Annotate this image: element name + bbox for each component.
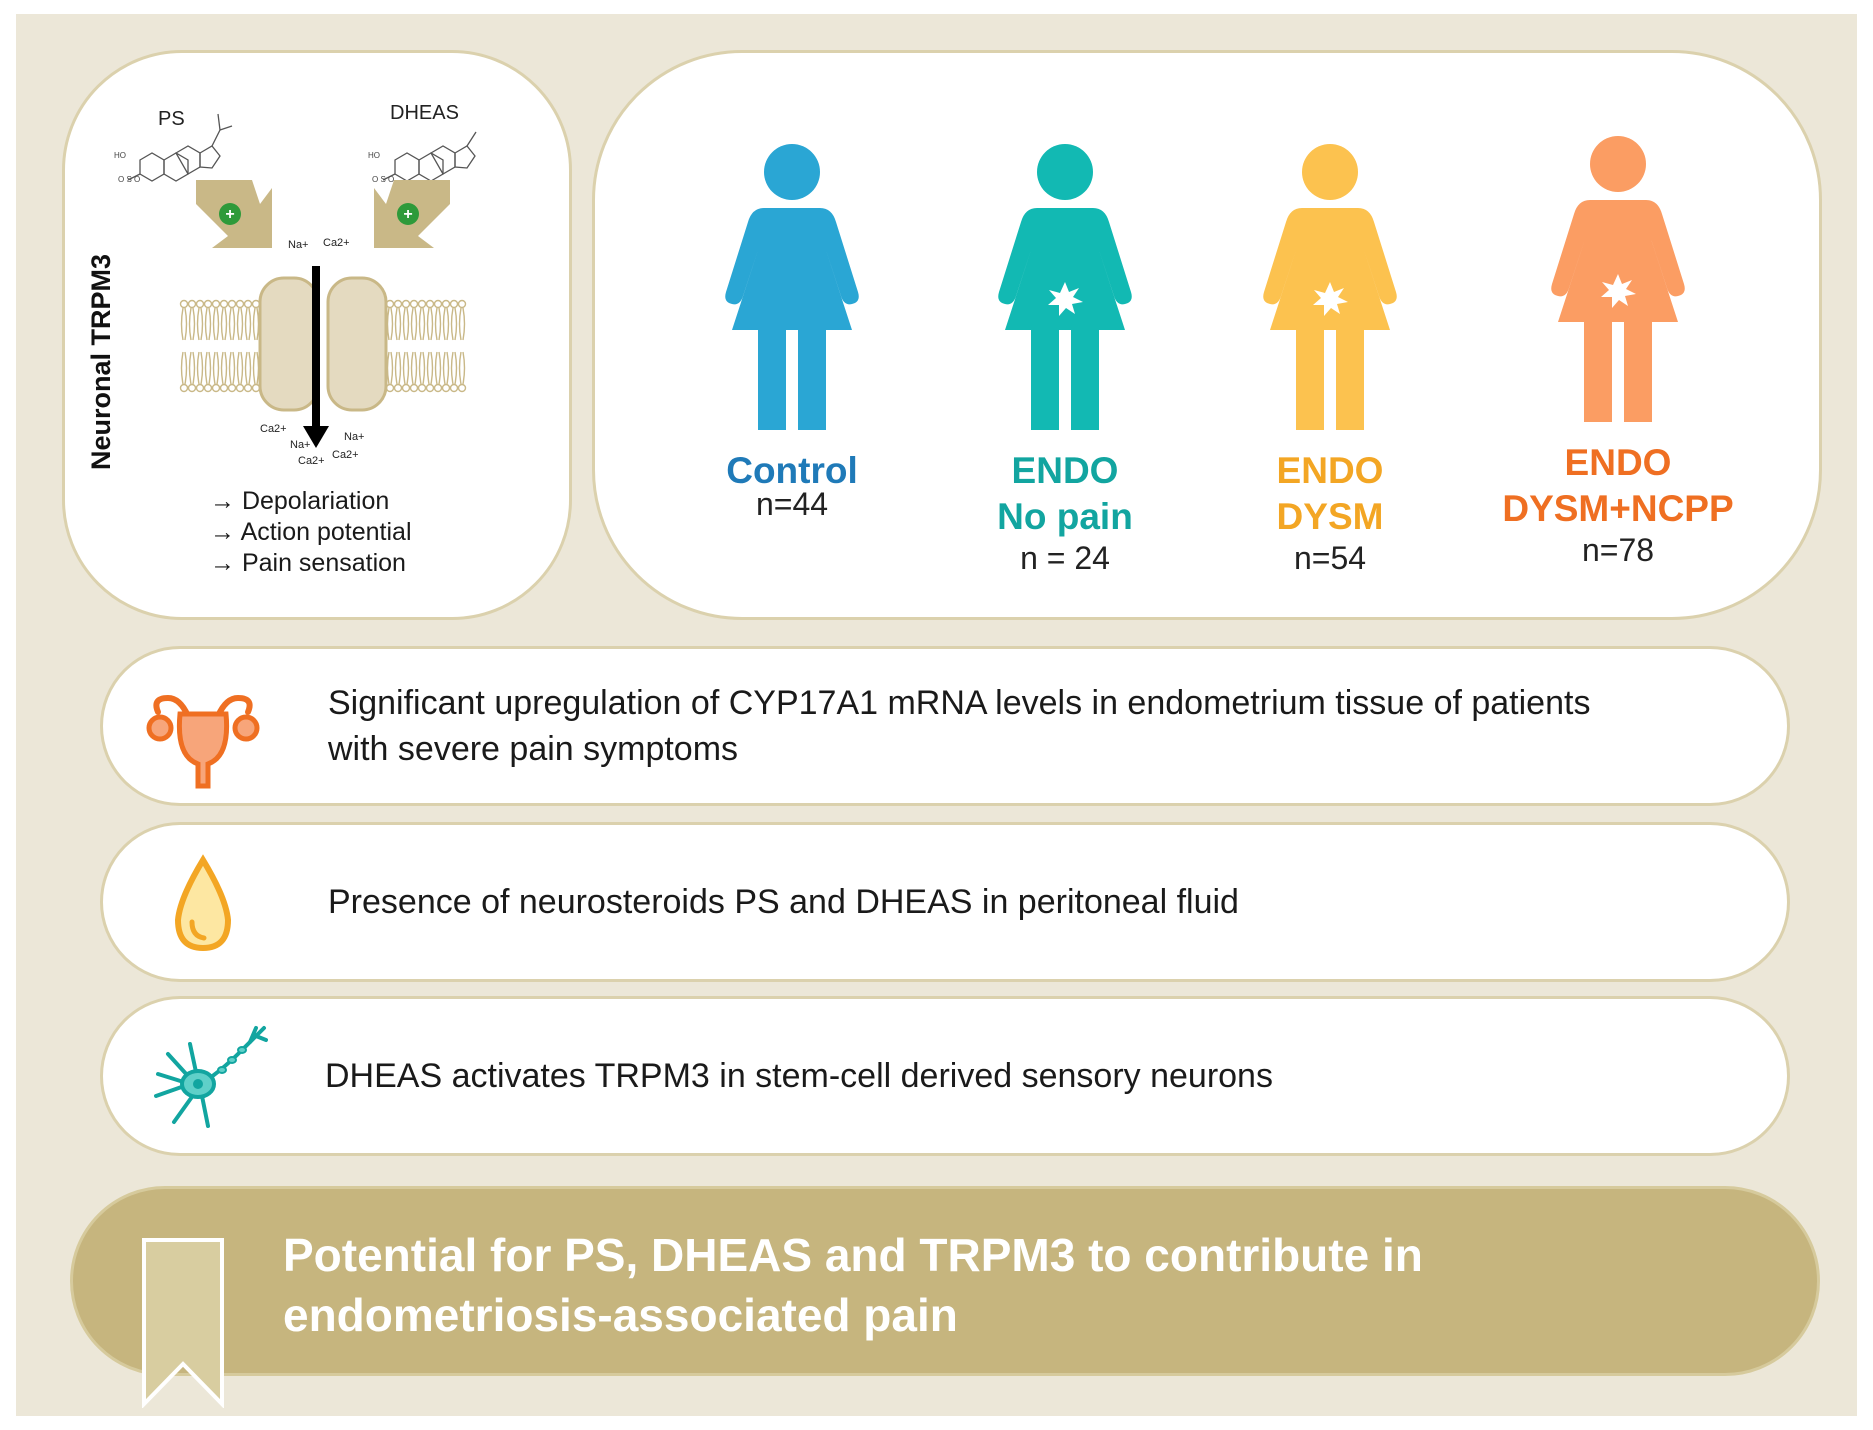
group-name: Control <box>726 450 858 491</box>
conclusion-banner: Potential for PS, DHEAS and TRPM3 to con… <box>70 1186 1820 1376</box>
dheas-label: DHEAS <box>390 102 459 124</box>
group-count: n=44 <box>755 486 829 522</box>
svg-text:HO: HO <box>368 151 380 160</box>
group-count: n=54 <box>1293 540 1367 576</box>
svg-text:O S O: O S O <box>118 175 140 184</box>
neuron-icon <box>154 1026 268 1128</box>
svg-text:+: + <box>403 206 412 223</box>
group-endo-dysm-ncpp: ENDO DYSM+NCPP n=78 <box>1488 440 1748 569</box>
svg-text:Ca2+: Ca2+ <box>298 455 325 467</box>
group-name-line2: DYSM+NCPP <box>1502 488 1734 529</box>
group-control: Control n=44 <box>662 448 922 523</box>
bookmark-icon <box>142 1238 224 1408</box>
group-count: n=78 <box>1581 532 1655 568</box>
group-endo-no-pain: ENDO No pain n = 24 <box>935 448 1195 577</box>
svg-text:+: + <box>225 206 234 223</box>
group-count: n = 24 <box>1020 540 1110 576</box>
step-pain-sensation: → Pain sensation <box>210 549 406 577</box>
ps-label: PS <box>158 108 185 130</box>
svg-text:HO: HO <box>114 151 126 160</box>
group-name-line2: No pain <box>997 496 1133 537</box>
step-action-potential: → Action potential <box>210 518 412 546</box>
svg-text:Ca2+: Ca2+ <box>323 237 350 249</box>
channel-subunit-right <box>326 276 388 412</box>
group-name: ENDO <box>1564 442 1672 483</box>
finding-text: DHEAS activates TRPM3 in stem-cell deriv… <box>325 1057 1273 1095</box>
right-activation-arrow: + <box>374 180 450 248</box>
svg-text:Na+: Na+ <box>290 439 311 451</box>
finding-row: DHEAS activates TRPM3 in stem-cell deriv… <box>100 996 1790 1156</box>
svg-text:Ca2+: Ca2+ <box>332 449 359 461</box>
uterus-icon <box>146 694 260 789</box>
finding-row: Presence of neurosteroids PS and DHEAS i… <box>100 822 1790 982</box>
trpm3-channel-diagram: HO O S O HO O S O + + Na+ Ca2+ Ca2+ Na+ … <box>114 113 477 467</box>
svg-text:Ca2+: Ca2+ <box>260 423 287 435</box>
step-depolarization: → Depolariation <box>210 487 390 515</box>
finding-text: Significant upregulation of CYP17A1 mRNA… <box>328 684 1591 768</box>
svg-text:Na+: Na+ <box>344 431 365 443</box>
finding-row: Significant upregulation of CYP17A1 mRNA… <box>100 646 1790 806</box>
cell-membrane <box>179 299 467 393</box>
pain-burst-icon <box>1313 282 1348 316</box>
vertical-label-wrap: Neuronal TRPM3 <box>86 254 116 500</box>
pain-burst-icon <box>1048 282 1083 316</box>
endo-no-pain-woman-icon <box>998 144 1132 430</box>
svg-text:O S O: O S O <box>372 175 394 184</box>
group-name-line2: DYSM <box>1276 496 1384 537</box>
channel-subunit-left <box>258 276 320 412</box>
left-activation-arrow: + <box>196 180 272 248</box>
group-name: ENDO <box>1276 450 1384 491</box>
endo-dysm-ncpp-woman-icon <box>1551 136 1685 422</box>
endo-dysm-woman-icon <box>1263 144 1397 430</box>
dheas-molecule-icon <box>382 131 477 182</box>
group-name: ENDO <box>1011 450 1119 491</box>
finding-text: Presence of neurosteroids PS and DHEAS i… <box>328 883 1239 921</box>
pain-pathway-steps: → Depolariation → Action potential → Pai… <box>210 486 412 579</box>
control-woman-icon <box>725 144 859 430</box>
svg-text:Na+: Na+ <box>288 239 309 251</box>
ps-molecule-icon <box>127 113 233 182</box>
fluid-drop-icon <box>174 854 232 952</box>
pain-burst-icon <box>1601 274 1636 308</box>
conclusion-text: Potential for PS, DHEAS and TRPM3 to con… <box>283 1229 1423 1341</box>
group-endo-dysm: ENDO DYSM n=54 <box>1200 448 1460 577</box>
